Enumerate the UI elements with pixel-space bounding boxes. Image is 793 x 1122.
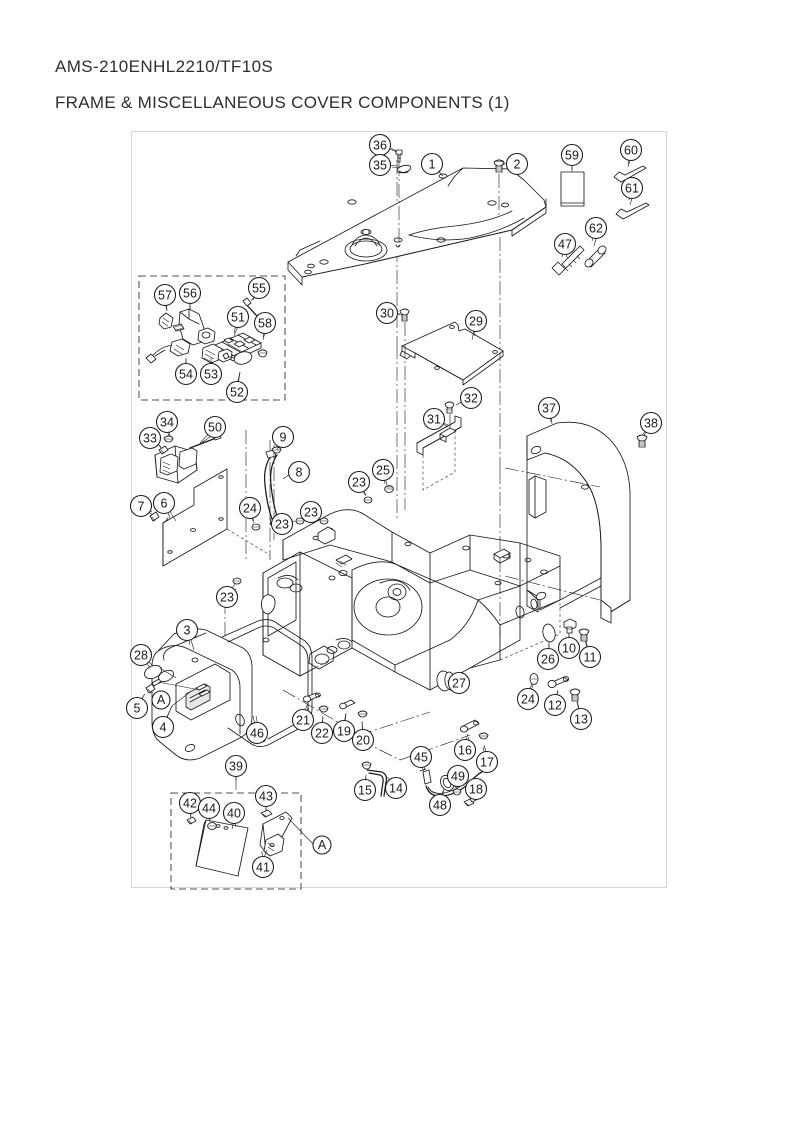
diagram-frame bbox=[131, 131, 667, 888]
page-title: FRAME & MISCELLANEOUS COVER COMPONENTS (… bbox=[55, 93, 510, 112]
model-number: AMS-210ENHL2210/TF10S bbox=[55, 57, 274, 76]
